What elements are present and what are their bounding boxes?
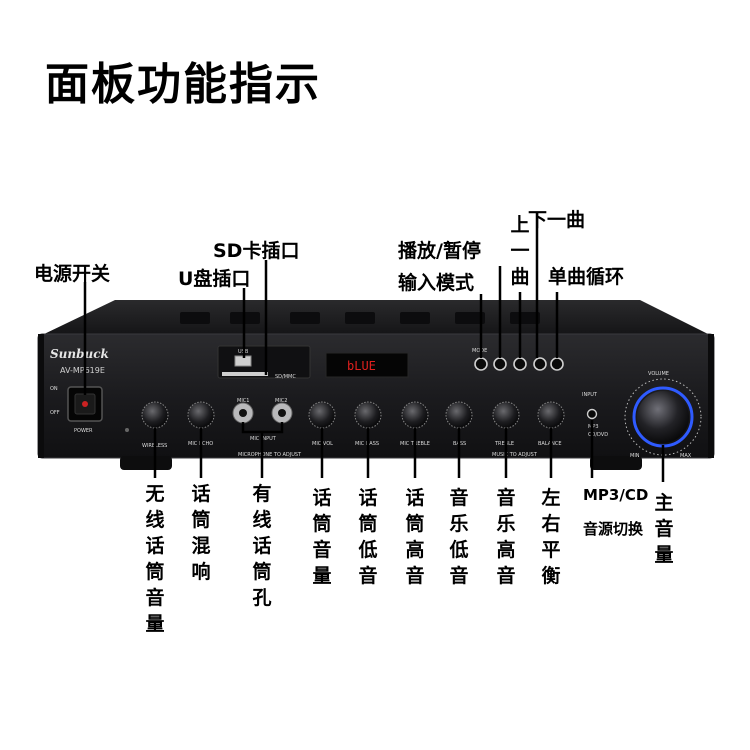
vent-slots	[180, 312, 540, 324]
label-wired-mic-jack: 有线话筒孔	[252, 483, 272, 609]
label-mic-echo: 话筒混响	[191, 483, 211, 583]
led-text: bLUE	[347, 359, 376, 373]
input-button	[586, 408, 598, 420]
knobs	[141, 401, 565, 429]
vol-min-text: MIN	[630, 453, 640, 459]
label-prev-track: 上一曲	[510, 214, 530, 288]
label-next-track: 下一曲	[528, 209, 586, 231]
label-input-mode: 输入模式	[398, 272, 475, 294]
wireless-led	[125, 428, 129, 432]
music-section-text: MUSIC TO ADJUST	[492, 452, 538, 458]
label-play-pause: 播放/暂停	[398, 240, 481, 262]
label-music-treble: 音乐高音	[496, 487, 516, 587]
sd-slot	[222, 372, 268, 376]
mic-section-text: MICROPHONE TO ADJUST	[238, 452, 302, 458]
input-text: INPUT	[582, 392, 598, 398]
master-knob	[637, 391, 689, 443]
label-usb-slot: U盘插口	[178, 268, 251, 290]
power-on-label: ON	[50, 386, 58, 392]
brand-logo: Sunbuck	[50, 347, 109, 361]
media-panel	[217, 345, 311, 379]
label-balance: 左右平衡	[541, 487, 561, 587]
label-source-switch: 音源切换	[583, 520, 644, 538]
mp3-text: MP3	[588, 424, 599, 430]
label-mic-treble: 话筒高音	[405, 487, 425, 587]
vol-max-text: MAX	[680, 453, 692, 459]
label-sd-slot: SD卡插口	[213, 240, 300, 262]
mic1-text: MIC1	[237, 398, 249, 404]
volume-text: VOLUME	[648, 371, 669, 377]
mode-text: MODE	[472, 348, 487, 354]
transport-buttons	[474, 357, 564, 371]
power-off-label: OFF	[50, 410, 60, 416]
label-master-vol: 主音量	[654, 492, 674, 566]
sd-text: SD/MMC	[275, 374, 296, 380]
pointer-lines	[83, 212, 665, 482]
label-music-bass: 音乐低音	[449, 487, 469, 587]
label-power-switch: 电源开关	[34, 263, 111, 285]
led-display	[325, 352, 409, 378]
left-foot	[120, 456, 172, 470]
label-mp3-cd: MP3/CD	[583, 486, 649, 504]
model-label: AV-MP619E	[60, 366, 105, 375]
label-mic-bass: 话筒低音	[358, 487, 378, 587]
treble-text: TREBLE	[494, 441, 514, 447]
mic2-text: MIC2	[275, 398, 287, 404]
left-handle	[38, 334, 44, 458]
power-text: POWER	[74, 428, 93, 434]
mic-input-text: MIC INPUT	[250, 436, 277, 442]
page-title: 面板功能指示	[45, 59, 321, 110]
label-wireless-mic-vol: 无线话筒音量	[145, 483, 165, 635]
right-handle	[708, 334, 714, 458]
cddvd-text: CD/DVD	[588, 432, 608, 438]
label-mic-vol: 话筒音量	[312, 487, 332, 587]
label-single-loop: 单曲循环	[548, 266, 625, 288]
mic-jacks	[232, 402, 293, 424]
top-cover	[40, 300, 712, 336]
right-foot	[590, 456, 642, 470]
